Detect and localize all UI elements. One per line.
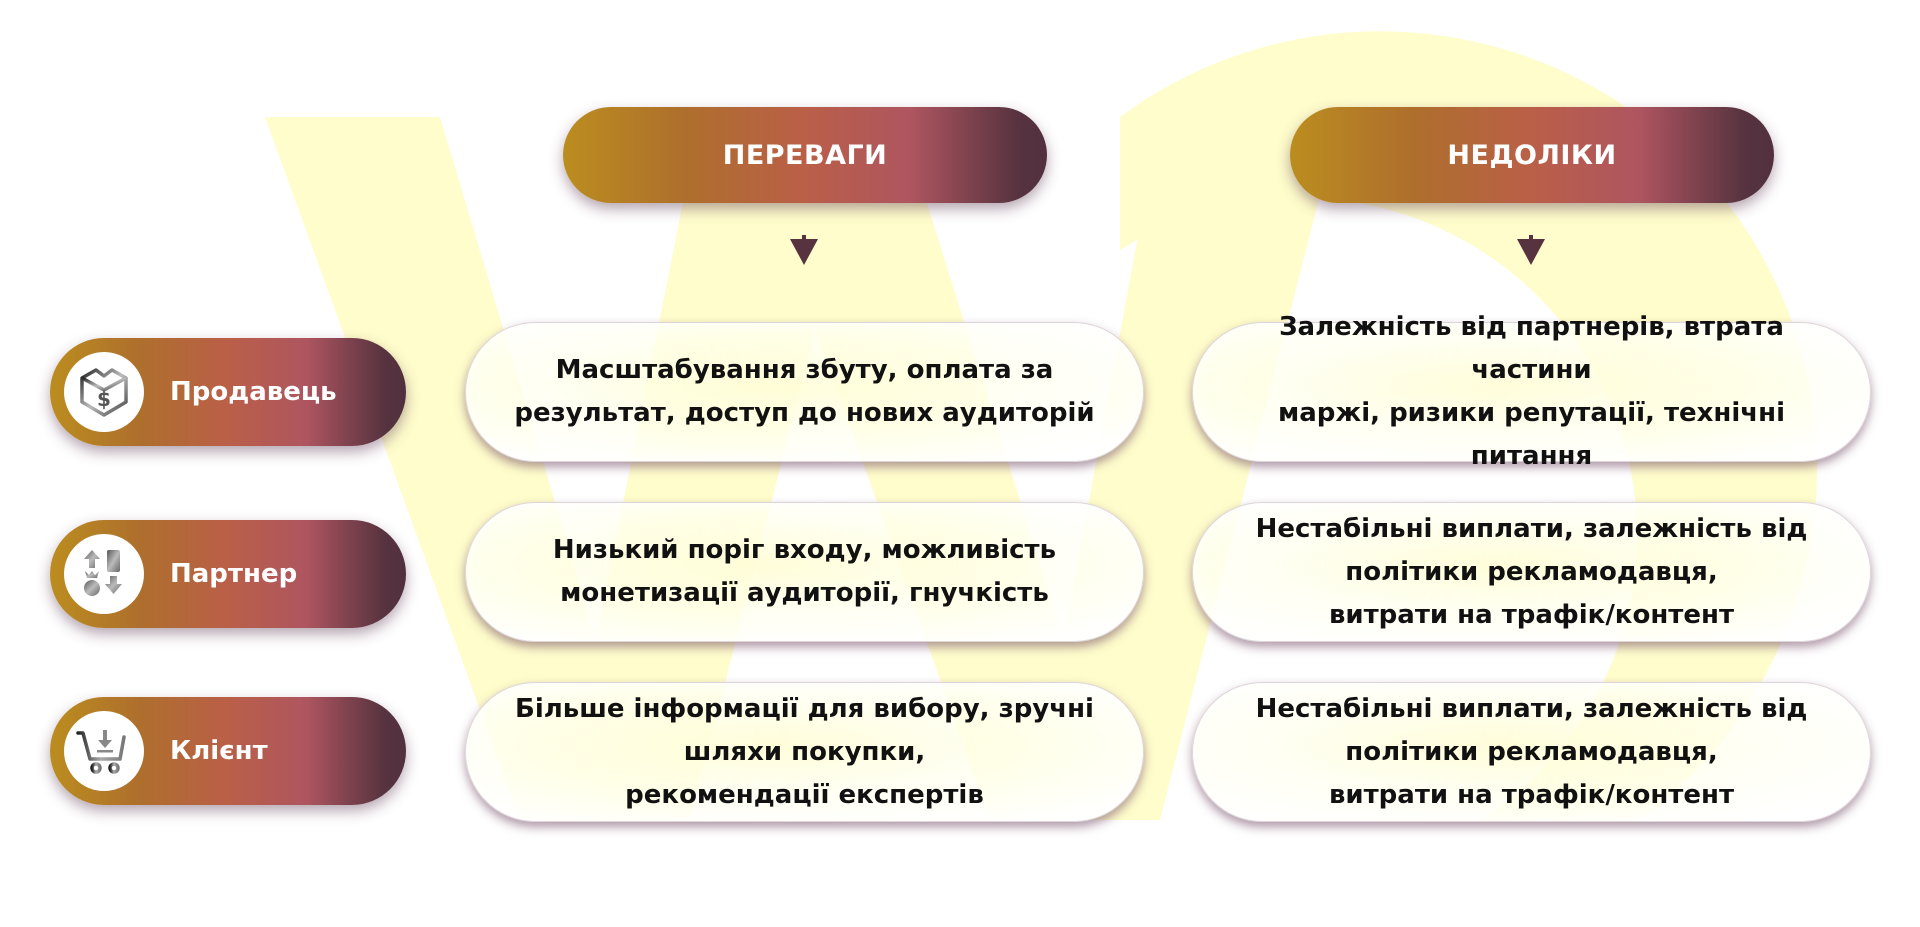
exchange-money-icon xyxy=(64,534,144,614)
cell-seller-disadvantages: Залежність від партнерів, втрата частини… xyxy=(1192,312,1871,471)
cell-client-disadvantages: Нестабільні виплати, залежність від полі… xyxy=(1192,682,1871,822)
header-advantages: ПЕРЕВАГИ xyxy=(563,107,1047,203)
arrow-down-icon xyxy=(1517,235,1545,265)
header-advantages-label: ПЕРЕВАГИ xyxy=(722,139,888,171)
row-label-text: Партнер xyxy=(170,559,298,589)
row-label-client: Клієнт xyxy=(50,697,406,805)
box-dollar-icon: $ xyxy=(64,352,144,432)
row-label-seller: $ Продавець xyxy=(50,338,406,446)
row-label-partner: Партнер xyxy=(50,520,406,628)
cell-partner-disadvantages: Нестабільні виплати, залежність від полі… xyxy=(1192,502,1871,642)
cell-seller-advantages: Масштабування збуту, оплата за результат… xyxy=(465,322,1144,462)
cart-download-icon xyxy=(64,711,144,791)
row-label-text: Продавець xyxy=(170,377,337,407)
cell-text: Залежність від партнерів, втрата частини… xyxy=(1277,312,1786,471)
arrow-down-icon xyxy=(790,235,818,265)
cell-text: Низький поріг входу, можливість монетиза… xyxy=(552,535,1057,608)
cell-text: Масштабування збуту, оплата за результат… xyxy=(514,355,1095,428)
svg-text:$: $ xyxy=(97,387,111,411)
header-disadvantages: НЕДОЛІКИ xyxy=(1290,107,1774,203)
cell-client-advantages: Більше інформації для вибору, зручні шля… xyxy=(465,682,1144,822)
row-label-text: Клієнт xyxy=(170,736,268,766)
cell-text: Нестабільні виплати, залежність від полі… xyxy=(1255,693,1808,810)
cell-text: Нестабільні виплати, залежність від полі… xyxy=(1255,513,1808,630)
cell-text: Більше інформації для вибору, зручні шля… xyxy=(515,693,1094,810)
header-disadvantages-label: НЕДОЛІКИ xyxy=(1447,139,1617,171)
cell-partner-advantages: Низький поріг входу, можливість монетиза… xyxy=(465,502,1144,642)
